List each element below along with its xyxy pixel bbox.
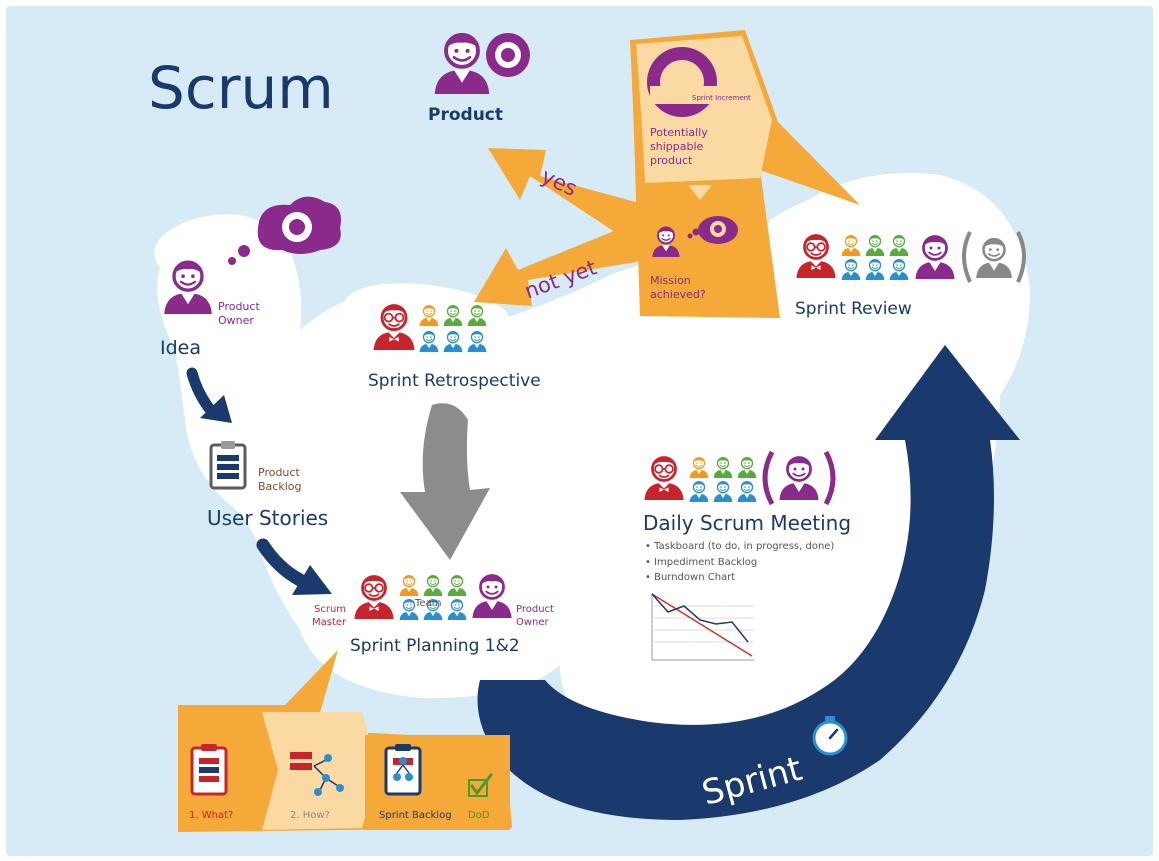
user-stories-label: User Stories	[207, 506, 328, 530]
sprint-increment-icon	[647, 47, 745, 117]
idea-to-stories-arrow	[186, 367, 232, 423]
idea-role-2: Owner	[218, 314, 254, 327]
daily-bullet-3: • Burndown Chart	[645, 572, 735, 583]
shippable-text: shippable	[650, 140, 704, 153]
daily-scrum-team	[643, 450, 836, 506]
what-clipboard-icon	[190, 744, 228, 796]
how-label: 2. How?	[290, 810, 330, 821]
review-label: Sprint Review	[795, 299, 912, 319]
mission-dot-icon	[687, 233, 693, 239]
sprint-increment-label: Sprint Increment	[692, 94, 751, 102]
daily-scrum-title: Daily Scrum Meeting	[643, 511, 851, 535]
stopwatch-icon	[812, 716, 848, 756]
dod-label: DoD	[468, 810, 490, 821]
planning-owner-label-1: Product	[516, 604, 554, 615]
planning-label: Sprint Planning 1&2	[350, 636, 520, 656]
thought-cloud-icon	[228, 196, 341, 265]
review-team	[795, 231, 1026, 283]
product-backlog-icon	[209, 440, 247, 490]
mission-text-1: Mission	[650, 274, 691, 287]
daily-bullet-2: • Impediment Backlog	[645, 557, 757, 568]
planning-owner-label-2: Owner	[516, 617, 550, 628]
how-diagram-icon	[290, 752, 344, 796]
mission-cloud-icon	[698, 216, 738, 244]
burndown-chart-icon	[648, 590, 758, 662]
product-label: Product	[428, 105, 503, 125]
scrum-master-label-1: Scrum	[314, 604, 346, 615]
daily-bullet-1: • Taskboard (to do, in progress, done)	[645, 541, 834, 552]
backlog-tag-2: Backlog	[258, 480, 301, 493]
target-icon	[486, 33, 530, 77]
sprint-backlog-clipboard-icon	[384, 744, 422, 796]
mission-text-2: achieved?	[650, 288, 706, 301]
retrospective-label: Sprint Retrospective	[368, 371, 541, 391]
what-label: 1. What?	[189, 810, 233, 821]
idea-role-1: Product	[218, 300, 260, 313]
stories-to-planning-arrow	[256, 538, 332, 595]
backlog-tag-1: Product	[258, 466, 300, 479]
page-title: Scrum	[148, 54, 334, 122]
scrum-master-label-2: Master	[312, 617, 347, 628]
team-label: Team	[414, 598, 441, 609]
review-bubble	[761, 183, 1021, 344]
retrospective-to-planning-arrow	[400, 403, 490, 560]
decision-arrow-yes	[488, 148, 650, 250]
sprint-backlog-label: Sprint Backlog	[379, 810, 452, 821]
potentially-text: Potentially	[650, 126, 708, 139]
decision-arrow-not-yet	[474, 222, 636, 306]
idea-label: Idea	[160, 337, 201, 359]
product-text: product	[650, 154, 693, 167]
sprint-arrow	[477, 345, 1020, 820]
down-arrow-icon	[688, 185, 712, 200]
checkmark-icon	[468, 773, 493, 797]
